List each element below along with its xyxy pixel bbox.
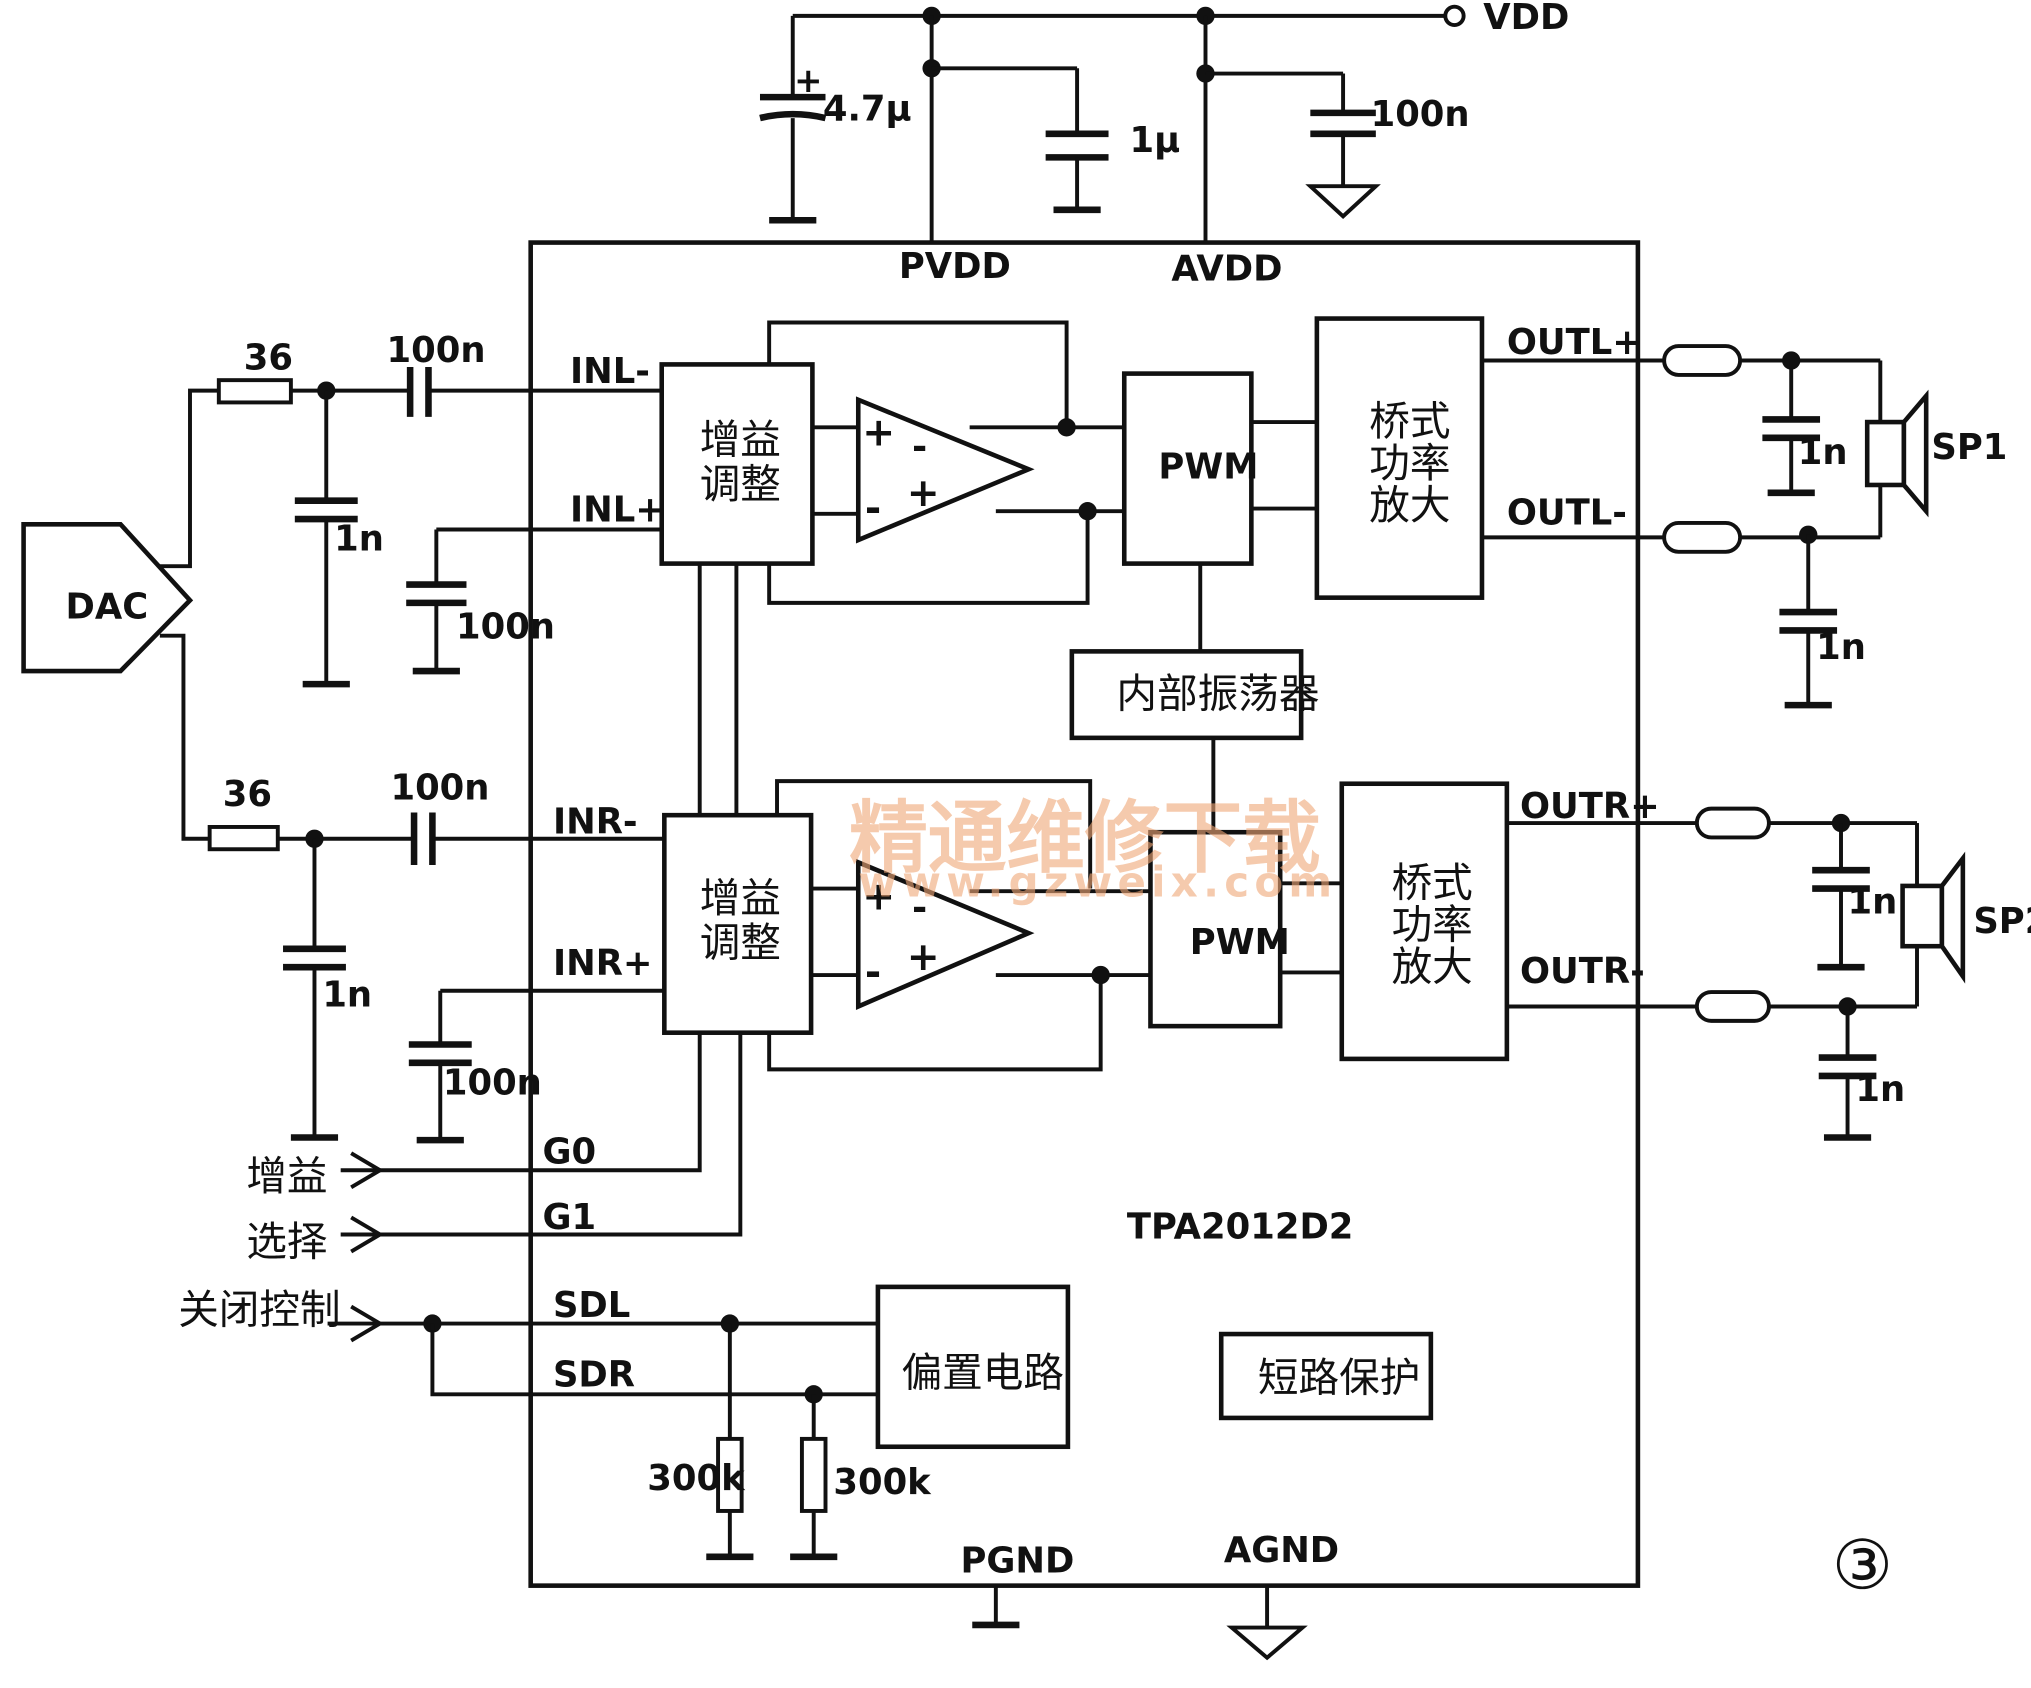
short-protection-block: [1218, 1331, 1434, 1421]
left-gain-adjust-block: [659, 362, 815, 566]
right-opamp-minus-in: -: [865, 951, 881, 996]
vdd-label: VDD: [1483, 0, 1569, 38]
bias-circuit-label: 偏置电路: [902, 1348, 1064, 1396]
right-input-network: 36 100n INR- 1n 100n INR+: [207, 767, 665, 1144]
watermark-cn: 精通维修下载: [849, 792, 1321, 884]
left-bridge-line1: 桥式: [1369, 397, 1450, 445]
ground-pins: PGND AGND: [960, 1530, 1339, 1661]
left-plus-cap-label: 100n: [456, 606, 555, 647]
pvdd-cap-label: 1μ: [1129, 120, 1180, 161]
left-coupling-cap-label: 100n: [387, 330, 486, 371]
right-filter-cap-label: 1n: [322, 974, 372, 1015]
speaker-sp1-label: SP1: [1931, 427, 2007, 468]
pin-inl-minus: INL-: [570, 351, 650, 392]
pin-g1: G1: [542, 1197, 596, 1238]
left-bridge-line2: 功率: [1369, 439, 1450, 487]
left-channel: 增益 调整 + - - + PWM 桥式 功率 放大 OUTL+ OUTL-: [659, 316, 1665, 605]
pin-outl-minus: OUTL-: [1507, 492, 1627, 533]
left-opamp-plus-out: +: [907, 471, 940, 516]
right-speaker-output: 1n 1n SP2: [1694, 806, 2031, 1141]
watermark-url: www.gzweix.com: [858, 857, 1337, 906]
speaker-sp1: [1864, 419, 1907, 488]
left-bridge-line3: 放大: [1369, 481, 1450, 529]
agnd-pin: AGND: [1224, 1530, 1339, 1571]
right-opamp-plus-out: +: [907, 935, 940, 980]
left-opamp-minus-out: -: [912, 425, 927, 468]
chip-outline: [528, 240, 1641, 1588]
left-speaker-output: 1n 1n SP1: [1662, 344, 2007, 709]
dac-source: DAC: [21, 388, 219, 841]
left-pwm-label: PWM: [1158, 446, 1258, 487]
speaker-sp2: [1900, 883, 1945, 949]
avdd-cap-label: 100n: [1371, 94, 1470, 135]
gain-control-label: 增益: [246, 1152, 327, 1200]
pin-outr-plus: OUTR+: [1520, 786, 1660, 827]
bias-circuit-block: [875, 1284, 1071, 1450]
pgnd-pin: PGND: [960, 1541, 1074, 1582]
right-channel: 增益 调整 + - - + PWM 桥式 功率 放大 OUTR+ OUTR-: [662, 779, 1697, 1072]
select-control-label: 选择: [246, 1217, 327, 1265]
outr-plus-cap-label: 1n: [1848, 881, 1898, 922]
pin-inr-minus: INR-: [553, 802, 638, 843]
chip-name: TPA2012D2: [1127, 1206, 1354, 1247]
pin-g0: G0: [542, 1132, 596, 1173]
right-opamp: [855, 858, 1035, 1010]
right-pwm-label: PWM: [1190, 922, 1290, 963]
pin-sdl: SDL: [553, 1285, 630, 1326]
pin-inr-plus: INR+: [553, 943, 653, 984]
right-gain-adjust-line2: 调整: [700, 919, 781, 967]
bulk-cap-label: 4.7μ: [823, 89, 912, 130]
pin-sdr: SDR: [553, 1354, 635, 1395]
right-bridge-line2: 功率: [1392, 900, 1473, 948]
pvdd-pin: PVDD: [899, 246, 1011, 287]
shutdown-control-label: 关闭控制: [178, 1286, 340, 1334]
right-resistor-label: 36: [223, 774, 272, 815]
gain-select-bus: G0 G1 增益 选择: [246, 563, 743, 1265]
internal-oscillator-label: 内部振荡器: [1116, 670, 1319, 718]
short-protection-label: 短路保护: [1258, 1354, 1420, 1402]
right-bridge-amp-block: [1339, 781, 1510, 1062]
left-gain-adjust-line2: 调整: [700, 460, 781, 508]
left-opamp: [855, 396, 1035, 544]
right-gain-adjust-block: [662, 812, 814, 1035]
right-gain-adjust-line1: 增益: [700, 874, 781, 922]
outl-minus-cap-label: 1n: [1816, 627, 1866, 668]
left-resistor-label: 36: [244, 338, 293, 379]
right-pwm-block: [1148, 829, 1283, 1029]
internal-oscillator-block: [1069, 649, 1304, 741]
pin-outr-minus: OUTR-: [1520, 951, 1645, 992]
left-opamp-minus-in: -: [865, 487, 881, 532]
outl-plus-cap-label: 1n: [1798, 432, 1848, 473]
right-bridge-line1: 桥式: [1392, 858, 1473, 906]
left-gain-adjust-line1: 增益: [700, 416, 781, 464]
speaker-sp2-label: SP2: [1973, 901, 2031, 942]
left-input-network: 36 100n INL- 1n 100n INL+: [216, 330, 665, 688]
right-bridge-line3: 放大: [1392, 942, 1473, 990]
left-pwm-block: [1121, 371, 1254, 566]
figure-number: ③: [1832, 1526, 1893, 1605]
right-opamp-plus-in: +: [862, 875, 895, 920]
left-opamp-plus-in: +: [862, 411, 895, 456]
dac-label: DAC: [66, 587, 149, 628]
left-filter-cap-label: 1n: [334, 518, 384, 559]
pulldown-right-label: 300k: [833, 1462, 932, 1503]
avdd-pin: AVDD: [1171, 249, 1282, 290]
bulk-cap-plus: +: [794, 61, 823, 101]
pin-outl-plus: OUTL+: [1507, 322, 1642, 363]
outr-minus-cap-label: 1n: [1855, 1069, 1905, 1110]
right-plus-cap-label: 100n: [443, 1062, 542, 1103]
pulldown-left-label: 300k: [647, 1458, 746, 1499]
vdd-rail: VDD + 4.7μ 1μ PVDD 100n AVDD: [759, 0, 1569, 290]
right-opamp-minus-out: -: [912, 886, 927, 929]
shutdown-network: 关闭控制 SDL SDR 300k 300k 偏置电路: [178, 1284, 1071, 1561]
right-coupling-cap-label: 100n: [390, 767, 489, 808]
left-bridge-amp-block: [1314, 316, 1485, 600]
pin-inl-plus: INL+: [570, 490, 665, 531]
